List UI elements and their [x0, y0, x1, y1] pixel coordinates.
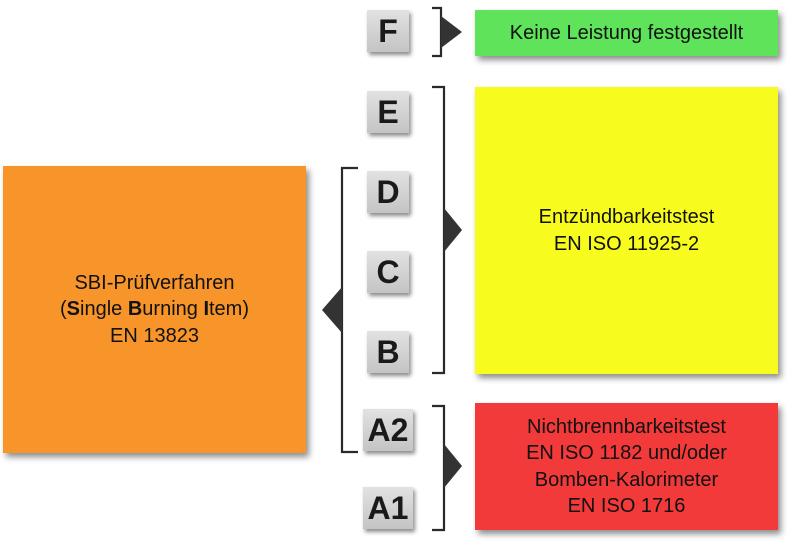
sbi-title: SBI-Prüfverfahren — [74, 271, 235, 294]
sbi-test-box: SBI-Prüfverfahren (Single Burning Item) … — [3, 166, 306, 453]
non-combustibility-method: Bomben-Kalorimeter — [534, 468, 719, 491]
ignitability-title: Entzündbarkeitstest — [538, 206, 715, 229]
class-e-label: E — [367, 91, 409, 133]
ignitability-standard: EN ISO 11925-2 — [553, 232, 700, 255]
class-f-label: F — [367, 10, 409, 52]
arrow-sbi — [322, 287, 342, 333]
sbi-subtitle: (Single Burning Item) — [60, 298, 249, 321]
sbi-standard: EN 13823 — [110, 324, 199, 347]
ignitability-box: Entzündbarkeitstest EN ISO 11925-2 — [475, 87, 778, 374]
non-combustibility-box: Nichtbrennbarkeitstest EN ISO 1182 und/o… — [475, 403, 778, 530]
class-b-label: B — [367, 331, 409, 373]
class-d-label: D — [367, 171, 409, 213]
arrow-a — [444, 444, 462, 488]
non-combustibility-standard-1: EN ISO 1182 und/oder — [526, 442, 727, 465]
non-combustibility-title: Nichtbrennbarkeitstest — [527, 415, 726, 438]
class-c-label: C — [367, 251, 409, 293]
no-performance-box: Keine Leistung festgestellt — [475, 10, 778, 56]
class-a2-label: A2 — [363, 409, 413, 451]
arrow-f — [441, 16, 462, 48]
non-combustibility-standard-2: EN ISO 1716 — [567, 494, 686, 517]
class-a1-label: A1 — [363, 487, 413, 529]
arrow-eb — [444, 208, 462, 252]
no-performance-text: Keine Leistung festgestellt — [509, 21, 744, 44]
